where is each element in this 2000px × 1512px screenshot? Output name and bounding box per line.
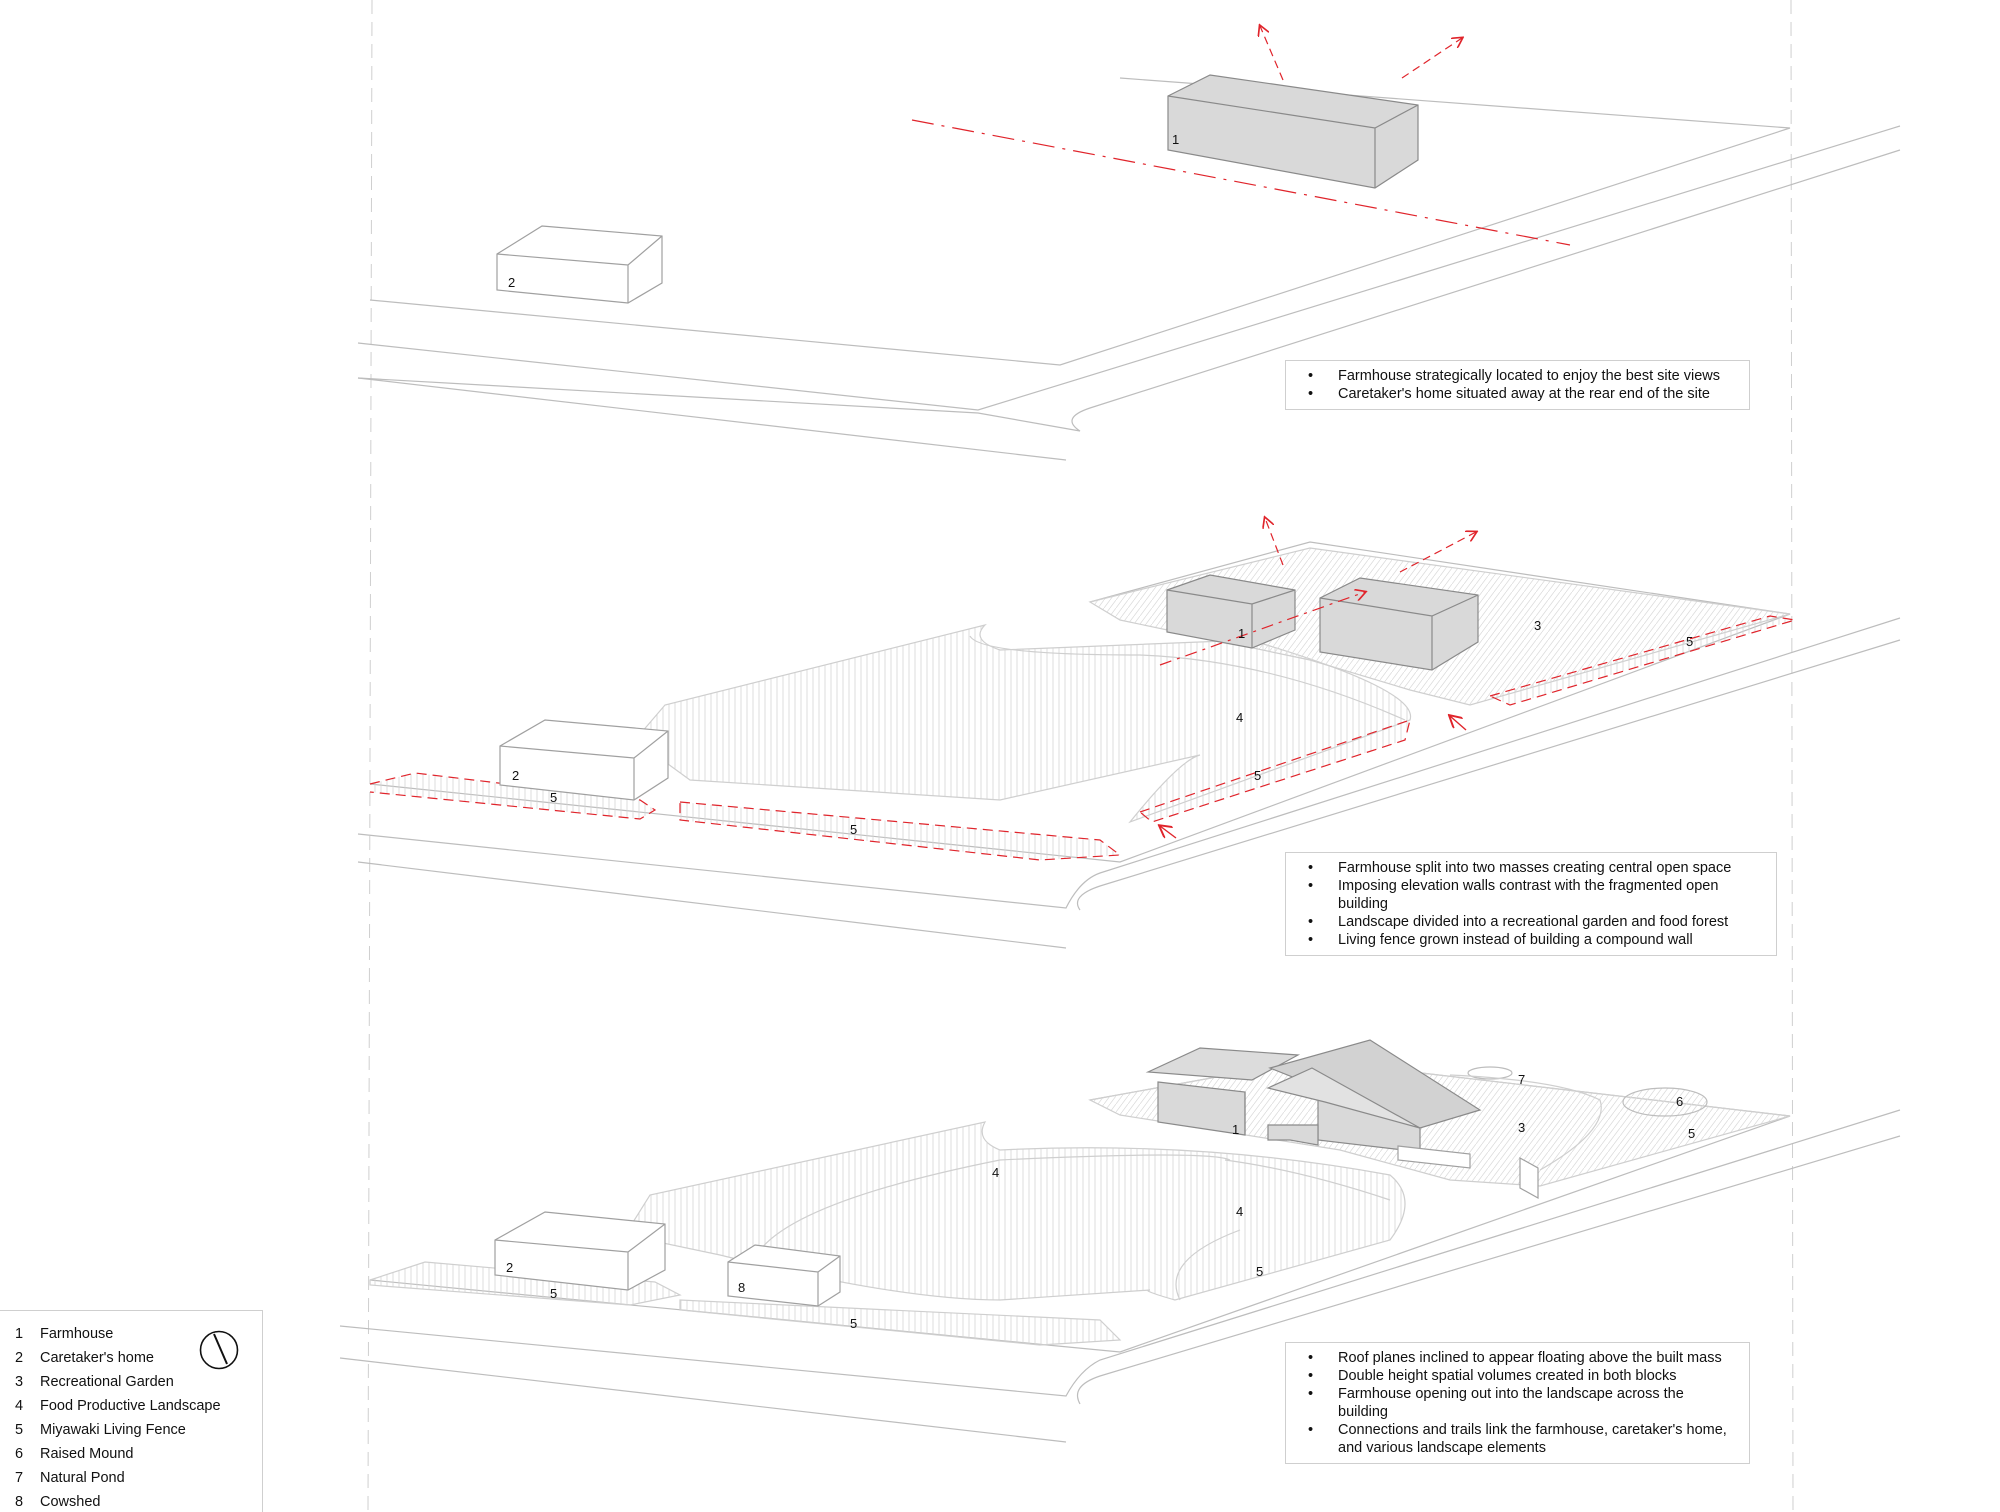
caretaker-mass <box>494 1211 666 1291</box>
site-plot <box>369 77 1791 366</box>
guide-line-right <box>1790 0 1794 1512</box>
living-fence <box>679 801 1122 861</box>
map-label-fence: 5 <box>1688 1126 1695 1141</box>
stage-3-note: Roof planes inclined to appear floating … <box>1285 1342 1750 1464</box>
farmhouse-mass-left <box>1166 574 1296 649</box>
stage-1 <box>357 26 1901 461</box>
road <box>357 861 1067 949</box>
living-fence <box>369 772 657 820</box>
road <box>339 1109 1901 1397</box>
map-label-pond: 7 <box>1518 1072 1525 1087</box>
map-label-fence: 5 <box>550 790 557 805</box>
stage-2 <box>357 518 1901 949</box>
food-forest <box>634 623 1412 824</box>
stage-2-note: Farmhouse split into two masses creating… <box>1285 852 1777 956</box>
map-label-mound: 6 <box>1676 1094 1683 1109</box>
map-label-caretaker: 2 <box>506 1260 513 1275</box>
farmhouse-mass <box>1167 74 1419 189</box>
road <box>1076 639 1901 911</box>
caretaker-mass <box>499 719 669 801</box>
note-item: Landscape divided into a recreational ga… <box>1296 913 1762 931</box>
map-label-garden: 3 <box>1534 618 1541 633</box>
map-label-fence: 5 <box>850 1316 857 1331</box>
map-label-farmhouse: 1 <box>1172 132 1179 147</box>
farmhouse-mass-right <box>1319 577 1479 671</box>
map-label-fence: 5 <box>850 822 857 837</box>
roof-plane-center <box>1266 1067 1421 1129</box>
stage-1-note: Farmhouse strategically located to enjoy… <box>1285 360 1750 410</box>
map-label-fence: 5 <box>1256 1264 1263 1279</box>
map-label-farmhouse: 1 <box>1238 626 1245 641</box>
caretaker-mass <box>496 225 663 304</box>
note-item: Connections and trails link the farmhous… <box>1296 1421 1735 1457</box>
note-item: Farmhouse opening out into the landscape… <box>1296 1385 1735 1421</box>
map-label-cowshed: 8 <box>738 1280 745 1295</box>
map-label-food-forest: 4 <box>992 1165 999 1180</box>
living-fence <box>679 1299 1122 1346</box>
living-fence <box>369 1261 682 1306</box>
road <box>357 377 1067 461</box>
cowshed-mass <box>727 1244 841 1307</box>
map-label-farmhouse: 1 <box>1232 1122 1239 1137</box>
note-item: Farmhouse strategically located to enjoy… <box>1296 367 1735 385</box>
map-label-food-forest: 4 <box>1236 1204 1243 1219</box>
road <box>339 1357 1067 1443</box>
raised-mound <box>1622 1087 1708 1117</box>
map-label-fence: 5 <box>1686 634 1693 649</box>
note-item: Farmhouse split into two masses creating… <box>1296 859 1762 877</box>
stage-3 <box>339 1039 1901 1443</box>
map-label-garden: 3 <box>1518 1120 1525 1135</box>
map-label-fence: 5 <box>550 1286 557 1301</box>
road <box>357 149 1901 432</box>
north-arrow-icon <box>199 1330 239 1370</box>
living-fence <box>1138 719 1411 823</box>
note-item: Caretaker's home situated away at the re… <box>1296 385 1735 403</box>
map-label-caretaker: 2 <box>508 275 515 290</box>
note-item: Living fence grown instead of building a… <box>1296 931 1762 949</box>
road <box>357 125 1901 411</box>
living-fence <box>1488 615 1796 706</box>
guide-line-left <box>367 0 373 1512</box>
note-item: Double height spatial volumes created in… <box>1296 1367 1735 1385</box>
roof-plane-left <box>1145 1047 1301 1081</box>
map-label-caretaker: 2 <box>512 768 519 783</box>
road <box>1076 1135 1901 1405</box>
road <box>357 617 1901 909</box>
natural-pond <box>1467 1066 1513 1080</box>
note-item: Imposing elevation walls contrast with t… <box>1296 877 1762 913</box>
map-label-food-forest: 4 <box>1236 710 1243 725</box>
note-item: Roof planes inclined to appear floating … <box>1296 1349 1735 1367</box>
map-label-fence: 5 <box>1254 768 1261 783</box>
